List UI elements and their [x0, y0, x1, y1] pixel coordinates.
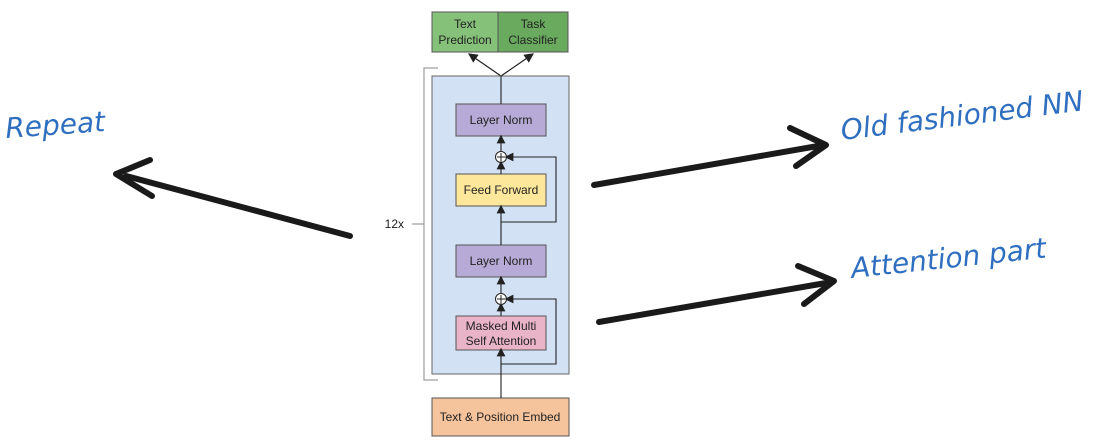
feed-forward-label: Feed Forward [464, 183, 539, 197]
embed-label: Text & Position Embed [440, 410, 561, 424]
attention-annotation: Attention part [847, 232, 1048, 286]
text-prediction-box [431, 11, 499, 53]
residual-attention [501, 294, 557, 365]
masked-attention-label-2: Self Attention [466, 334, 537, 348]
repeat-count-label: 12x [385, 217, 404, 231]
masked-attention-box [455, 315, 547, 351]
repeat-annotation: Repeat [4, 105, 107, 145]
to-task-classifier-arrow [500, 53, 534, 77]
repeat-arrow [123, 173, 353, 239]
task-classifier-box [497, 11, 569, 53]
old-nn-arrow [591, 143, 821, 188]
layer-norm-top-box [455, 103, 547, 137]
old-nn-arrowhead [787, 125, 829, 169]
masked-attention-label-1: Masked Multi [466, 319, 537, 333]
text-prediction-label-2: Prediction [438, 33, 491, 47]
old-nn-annotation: Old fashioned NN [839, 84, 1086, 147]
attention-arrow [596, 280, 829, 325]
embed-box [431, 397, 570, 437]
task-classifier-label-2: Classifier [508, 33, 557, 47]
to-text-prediction-arrow [468, 53, 502, 77]
task-classifier-label-1: Task [521, 17, 547, 31]
attention-arrowhead [795, 263, 837, 307]
residual-feed-forward [501, 152, 557, 223]
feed-forward-box [455, 173, 547, 207]
text-prediction-label-1: Text [454, 17, 477, 31]
layer-norm-bottom-label: Layer Norm [470, 254, 533, 268]
layer-norm-bottom-box [455, 244, 547, 278]
repeat-arrowhead [113, 157, 155, 199]
layer-norm-top-label: Layer Norm [470, 113, 533, 127]
